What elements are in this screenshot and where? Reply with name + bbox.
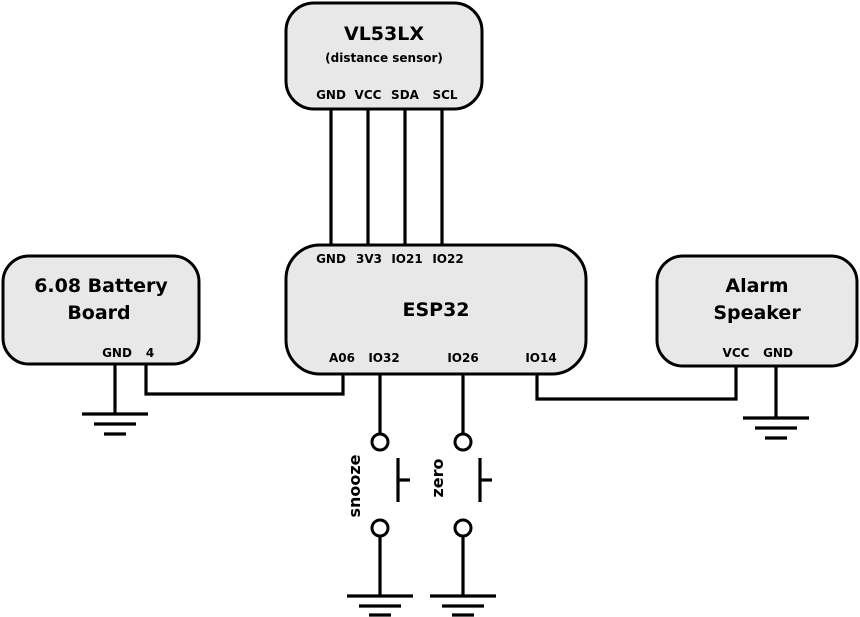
esp32-pin-io32: IO32	[368, 351, 399, 365]
battery-title-line1: 6.08 Battery	[34, 275, 168, 297]
speaker-title-line2: Speaker	[713, 302, 801, 324]
zero-ground-symbol	[430, 594, 496, 617]
sensor-pin-sda: SDA	[391, 88, 420, 102]
sensor-pin-scl: SCL	[432, 88, 457, 102]
battery-pin-4: 4	[146, 346, 154, 360]
esp32-pin-io21: IO21	[391, 252, 422, 266]
snooze-label: snooze	[345, 454, 364, 517]
wire-io14-speaker	[535, 366, 738, 401]
wire-battery-a06	[144, 364, 345, 396]
zero-terminal-bottom	[453, 518, 473, 538]
esp32-title: ESP32	[402, 299, 469, 321]
speaker-pin-gnd: GND	[763, 346, 793, 360]
sensor-title: VL53LX	[344, 23, 424, 45]
esp32-pin-gnd: GND	[316, 252, 346, 266]
speaker-pin-vcc: VCC	[723, 346, 750, 360]
sensor-pin-gnd: GND	[316, 88, 346, 102]
esp32-pin-io26: IO26	[447, 351, 478, 365]
i2c-wires	[329, 108, 444, 246]
snooze-ground-symbol	[347, 594, 413, 617]
speaker-ground-symbol	[743, 416, 809, 440]
esp32-pin-io22: IO22	[432, 252, 463, 266]
esp32-pin-io14: IO14	[525, 351, 556, 365]
sensor-subtitle: (distance sensor)	[325, 51, 443, 65]
battery-pin-gnd: GND	[102, 346, 132, 360]
snooze-terminal-top	[370, 432, 390, 452]
zero-terminal-top	[453, 432, 473, 452]
sensor-pin-vcc: VCC	[355, 88, 382, 102]
esp32-pin-3v3: 3V3	[356, 252, 382, 266]
snooze-switch: snooze	[345, 432, 410, 538]
snooze-terminal-bottom	[370, 518, 390, 538]
speaker-title-line1: Alarm	[725, 275, 788, 297]
sensor-box: VL53LX (distance sensor) GND VCC SDA SCL	[284, 1, 484, 111]
speaker-box: Alarm Speaker VCC GND	[655, 254, 859, 368]
zero-switch: zero	[428, 432, 492, 538]
esp32-box: ESP32 GND 3V3 IO21 IO22 A06 IO32 IO26 IO…	[284, 243, 588, 376]
battery-title-line2: Board	[67, 302, 130, 324]
battery-ground-symbol	[82, 412, 148, 436]
esp32-pin-a06: A06	[329, 351, 355, 365]
battery-box: 6.08 Battery Board GND 4	[1, 254, 201, 366]
zero-label: zero	[428, 458, 447, 497]
